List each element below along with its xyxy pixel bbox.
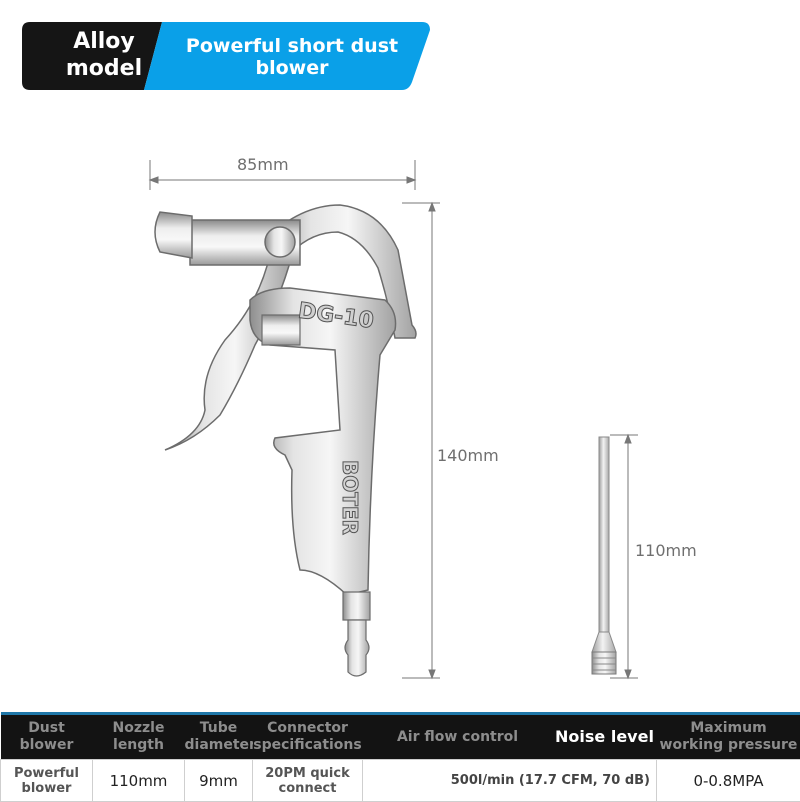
header-air-flow-control: Air flow control [363,714,553,760]
spec-header-row: Dust blower Nozzle length Tube diameter … [1,714,800,760]
trigger-lever [165,245,292,450]
header-nozzle-length: Nozzle length [93,714,185,760]
connector-nut [343,592,370,620]
value-tube-diameter: 9mm [185,760,253,802]
height-label: 140mm [437,446,499,465]
value-air-flow-noise: 500l/min (17.7 CFM, 70 dB) [363,760,657,802]
nozzle-length-label: 110mm [635,541,697,560]
quick-connector [345,620,369,676]
dust-blower-drawing: DG-10 BOTER [0,0,800,710]
brand-emboss: BOTER [338,460,362,535]
pivot-knob [265,227,295,257]
header-max-pressure: Maximum working pressure [657,714,800,760]
value-nozzle-length: 110mm [93,760,185,802]
header-dust-blower: Dust blower [1,714,93,760]
value-dust-blower: Powerful blower [1,760,93,802]
value-connector: 20PM quick connect [253,760,363,802]
nozzle-dimension [610,435,638,678]
spec-value-row: Powerful blower 110mm 9mm 20PM quick con… [1,760,800,802]
side-plunger [262,315,300,345]
height-dimension [402,203,440,678]
spec-table: Dust blower Nozzle length Tube diameter … [0,712,800,802]
header-tube-diameter: Tube diameter [185,714,253,760]
product-illustration: DG-10 BOTER 85mm 140mm 110mm [0,0,800,710]
value-max-pressure: 0-0.8MPA [657,760,800,802]
nozzle-tip [155,212,192,258]
header-noise-level: Noise level [553,714,657,760]
width-label: 85mm [237,155,289,174]
extension-nozzle [592,437,616,674]
header-connector-specifications: Connector specifications [253,714,363,760]
